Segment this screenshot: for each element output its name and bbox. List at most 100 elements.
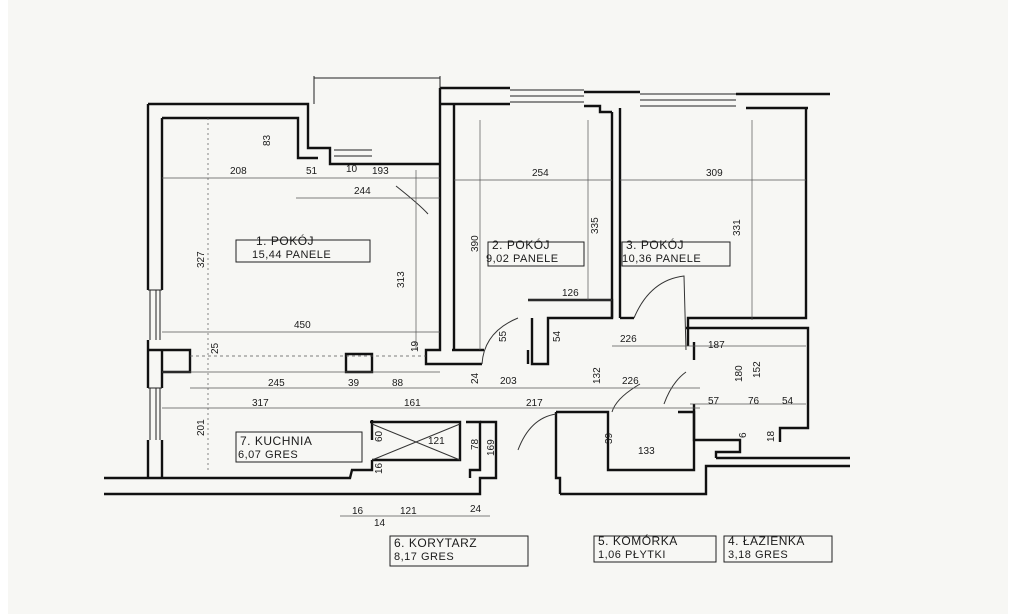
wall-kitchen-pillar: [148, 348, 192, 374]
dim-309: 309: [706, 168, 723, 179]
dim-25: 25: [210, 342, 221, 354]
room7-area: 6,07: [238, 449, 262, 461]
dim-187: 187: [708, 340, 725, 351]
wall-kitchen-bottom: [104, 420, 374, 480]
dim-161: 161: [404, 398, 421, 409]
dim-180: 180: [734, 365, 745, 382]
window-room3: [640, 93, 736, 107]
room2-title: POKÓJ: [506, 238, 551, 252]
dim-83: 83: [262, 134, 273, 146]
dim-203: 203: [500, 376, 517, 387]
wall-closet: [556, 410, 696, 472]
dim-55: 55: [498, 330, 509, 342]
room7-finish: GRES: [264, 449, 299, 461]
dim-226-upper: 226: [620, 334, 637, 345]
room6-area: 8,17: [394, 551, 418, 563]
wall-top-room3-right: [736, 92, 830, 110]
column: [344, 352, 374, 374]
room3-title: POKÓJ: [640, 238, 685, 252]
walls: [104, 86, 850, 496]
dim-245: 245: [268, 378, 285, 389]
dim-133: 133: [638, 446, 655, 457]
dimension-lines: [162, 118, 806, 517]
dim-450: 450: [294, 320, 311, 331]
room2-number: 2.: [492, 238, 504, 252]
room6-finish: GRES: [420, 551, 455, 563]
paper-background: [8, 0, 1008, 614]
wall-bottom-hall-right: [560, 464, 850, 496]
dim-24-bottom: 24: [470, 504, 482, 515]
dim-57: 57: [708, 396, 720, 407]
wall-left-middle: [146, 340, 164, 388]
window-room1-balcony: [334, 149, 372, 157]
dim-317: 317: [252, 398, 269, 409]
room1-area: 15,44: [252, 249, 283, 261]
dim-217: 217: [526, 398, 543, 409]
room3-label-box: [621, 241, 731, 267]
wall-bottom-hall-left: [104, 420, 498, 496]
dim-39-upper: 39: [348, 378, 360, 389]
room4-number: 4.: [728, 534, 740, 548]
room7-number: 7.: [240, 434, 252, 448]
room6-info: 8,17 GRES: [394, 552, 454, 563]
room1-name: 1. POKÓJ: [256, 235, 314, 247]
dim-16-kitchen: 16: [374, 462, 385, 474]
wall-room3-right: [686, 108, 808, 346]
dim-16-bottom: 16: [352, 506, 364, 517]
wall-bathroom-lower: [692, 404, 742, 458]
door-swing-bathroom: [663, 371, 687, 405]
room4-name: 4. ŁAZIENKA: [728, 534, 805, 548]
door-swing-room2: [481, 317, 519, 365]
window-left-upper: [148, 289, 162, 340]
room6-title: KORYTARZ: [408, 536, 478, 550]
dim-51: 51: [306, 166, 318, 177]
dim-6: 6: [738, 432, 749, 438]
door-swing-closet: [611, 383, 641, 413]
room3-number: 3.: [626, 238, 638, 252]
hob-cross: [371, 423, 461, 461]
room1-info: 15,44 PANELE: [252, 250, 331, 261]
dim-121-bottom: 121: [400, 506, 417, 517]
dim-121-hob: 121: [428, 436, 445, 447]
room1-finish: PANELE: [285, 249, 332, 261]
wall-hall-door-right: [554, 412, 562, 494]
room4-area: 3,18: [728, 549, 752, 561]
dim-39-closet: 39: [604, 432, 615, 444]
dim-152: 152: [752, 361, 763, 378]
dim-78: 78: [470, 438, 481, 450]
dim-254: 254: [532, 168, 549, 179]
room5-info: 1,06 PŁYTKI: [598, 550, 666, 561]
wall-top-room1-outer: [148, 102, 440, 166]
dim-54-closet: 54: [552, 330, 563, 342]
dim-335: 335: [590, 217, 601, 234]
dim-201: 201: [196, 419, 207, 436]
dim-10: 10: [346, 164, 358, 175]
dim-208: 208: [230, 166, 247, 177]
dim-390: 390: [470, 235, 481, 252]
dim-126: 126: [562, 288, 579, 299]
room6-number: 6.: [394, 536, 406, 550]
room2-label-box: [487, 241, 585, 267]
dim-169: 169: [486, 439, 497, 456]
wall-room1-room2-outer: [424, 88, 482, 366]
window-room1: [313, 76, 441, 104]
room7-label-box: [235, 431, 363, 463]
dim-14: 14: [374, 518, 386, 529]
room3-area: 10,36: [622, 253, 653, 265]
kitchen-counter: [370, 420, 462, 462]
dim-60: 60: [374, 430, 385, 442]
room7-info: 6,07 GRES: [238, 450, 298, 461]
room5-finish: PŁYTKI: [624, 549, 666, 561]
dim-24-hall: 24: [470, 372, 481, 384]
dim-19: 19: [410, 340, 421, 352]
room2-finish: PANELE: [512, 253, 559, 265]
dim-313: 313: [396, 271, 407, 288]
dim-132: 132: [592, 367, 603, 384]
wall-kitchen-right: [466, 420, 482, 478]
dim-18: 18: [766, 430, 777, 442]
window-room2: [510, 89, 584, 103]
room2-info: 9,02 PANELE: [486, 254, 559, 265]
dim-76: 76: [748, 396, 760, 407]
room5-label-box: [593, 535, 717, 563]
